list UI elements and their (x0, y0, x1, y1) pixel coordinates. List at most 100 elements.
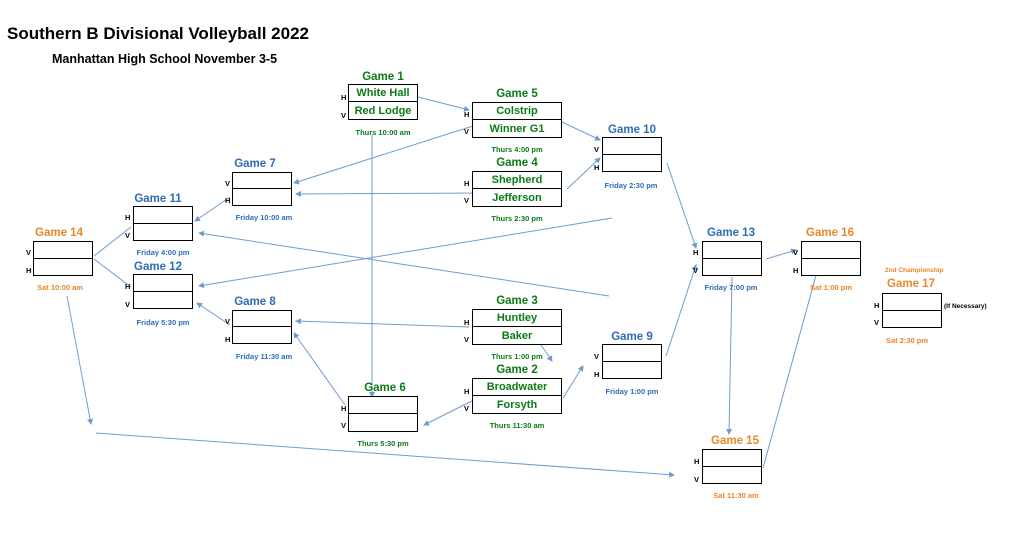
arrow-g4-to-g10 (566, 157, 601, 190)
game-12-bottom-label: V (125, 300, 131, 309)
arrow-g5-to-g7 (293, 124, 477, 185)
game-16-top-slot (802, 242, 860, 259)
game-14-top-label: V (26, 248, 32, 257)
game-17-bottom-slot (883, 311, 941, 328)
game-8-bottom-slot (233, 327, 291, 343)
game-11-bottom-label: V (125, 231, 131, 240)
game-14-bottom-slot (34, 259, 92, 276)
game-5-time: Thurs 4:00 pm (491, 145, 543, 154)
game-10-bottom-slot (603, 155, 661, 172)
game-16-box (801, 241, 861, 276)
game-11-time: Friday 4:00 pm (136, 248, 190, 257)
game-2-title: Game 2 (496, 364, 538, 376)
game-3-bottom-label: V (464, 335, 470, 344)
game-16-bottom-slot (802, 259, 860, 276)
game-17-top-label: H (874, 301, 880, 310)
game-6-top-label: H (341, 404, 347, 413)
arrow-g2-to-g6 (423, 400, 473, 426)
game-13-time: Friday 7:00 pm (704, 283, 758, 292)
arrow-g4-to-g7 (295, 190, 491, 197)
game-7-bottom-label: H (225, 196, 231, 205)
game-15-top-slot (703, 450, 761, 467)
game-8-title: Game 8 (234, 296, 276, 308)
game-3-bottom-team: Baker (501, 329, 533, 342)
game-5-title: Game 5 (496, 88, 538, 100)
game-2-time: Thurs 11:30 am (489, 421, 545, 430)
game-4-top-label: H (464, 179, 470, 188)
game-5-bottom-team: Winner G1 (489, 122, 545, 135)
game-9-title: Game 9 (611, 331, 653, 343)
game-7-top-slot (233, 173, 291, 189)
arrow-g5-to-g10 (561, 121, 601, 141)
arrow-g10-to-g13 (666, 162, 698, 249)
game-7-box (232, 172, 292, 206)
arrow-g14-to-g15 (95, 432, 675, 478)
game-17-note: (If Necessary) (944, 303, 987, 310)
arrow-g15-to-g16 (762, 267, 820, 469)
game-2-bottom-team: Forsyth (496, 398, 538, 411)
game-9-time: Friday 1:00 pm (605, 387, 659, 396)
game-6-box (348, 396, 418, 432)
game-4-box: Shepherd Jefferson (472, 171, 562, 207)
game-7-time: Friday 10:00 am (235, 213, 293, 222)
game-11-top-slot (134, 207, 192, 224)
game-3-box: Huntley Baker (472, 309, 562, 345)
game-13-bottom-label: V (693, 266, 699, 275)
page-title: Southern B Divisional Volleyball 2022 (7, 24, 309, 43)
game-5-box: Colstrip Winner G1 (472, 102, 562, 138)
arrow-g10-to-g12 (198, 217, 613, 289)
game-9-top-label: V (594, 352, 600, 361)
game-6-title: Game 6 (364, 382, 406, 394)
game-6-top-slot (349, 397, 417, 414)
arrow-g13-to-g16 (765, 248, 797, 260)
game-13-bottom-slot (703, 259, 761, 276)
game-10-top-slot (603, 138, 661, 155)
game-8-time: Friday 11:30 am (235, 352, 293, 361)
game-12-box (133, 274, 193, 309)
arrow-g6-to-g8 (293, 332, 346, 406)
game-10-top-label: V (594, 145, 600, 154)
game-1-time: Thurs 10:00 am (355, 128, 411, 137)
game-12-top-label: H (125, 282, 131, 291)
game-4-title: Game 4 (496, 157, 538, 169)
game-17-pretitle: 2nd Championship (885, 267, 944, 274)
game-5-top-team: Colstrip (473, 103, 561, 120)
game-14-top-slot (34, 242, 92, 259)
game-3-title: Game 3 (496, 295, 538, 307)
game-13-box (702, 241, 762, 276)
game-3-top-team: Huntley (473, 310, 561, 327)
arrow-g7-to-g11 (194, 196, 231, 222)
game-13-top-label: H (693, 248, 699, 257)
game-15-bottom-label: V (694, 475, 700, 484)
game-15-bottom-slot (703, 467, 761, 484)
game-2-top-label: H (464, 387, 470, 396)
game-11-bottom-slot (134, 224, 192, 241)
game-10-bottom-label: H (594, 163, 600, 172)
game-12-bottom-slot (134, 292, 192, 309)
game-14-bottom-label: H (26, 266, 32, 275)
game-16-title: Game 16 (806, 227, 854, 239)
game-6-bottom-label: V (341, 421, 347, 430)
game-8-top-slot (233, 311, 291, 327)
arrow-g12-to-g14 (93, 258, 132, 288)
game-13-top-slot (703, 242, 761, 259)
game-15-top-label: H (694, 457, 700, 466)
game-15-title: Game 15 (711, 435, 759, 447)
game-17-box (882, 293, 942, 328)
game-9-bottom-label: H (594, 370, 600, 379)
game-9-bottom-slot (603, 362, 661, 379)
game-3-top-label: H (464, 318, 470, 327)
game-8-top-label: V (225, 317, 231, 326)
arrow-g1-to-g5 (417, 96, 470, 112)
game-2-bottom-label: V (464, 404, 470, 413)
game-12-time: Friday 5:30 pm (136, 318, 190, 327)
game-16-top-label: V (793, 248, 799, 257)
game-13-title: Game 13 (707, 227, 755, 239)
game-1-bottom-label: V (341, 111, 347, 120)
game-11-box (133, 206, 193, 241)
game-6-bottom-slot (349, 414, 417, 431)
game-14-time: Sat 10:00 am (37, 283, 83, 292)
game-11-title: Game 11 (134, 193, 182, 205)
game-10-time: Friday 2:30 pm (604, 181, 658, 190)
